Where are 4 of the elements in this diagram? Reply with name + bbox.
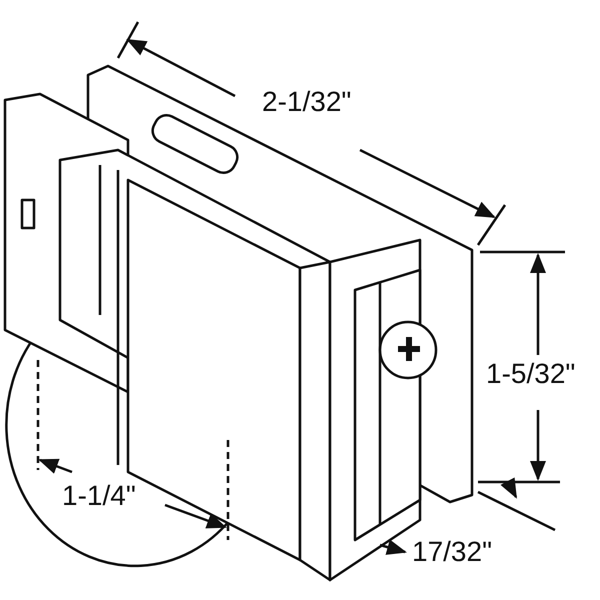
dimension-label: 1-5/32" [486, 360, 576, 388]
dimension-label: 1-1/4" [62, 482, 136, 510]
dimension-label: 2-1/32" [262, 88, 352, 116]
dimension-label: 17/32" [412, 538, 492, 566]
